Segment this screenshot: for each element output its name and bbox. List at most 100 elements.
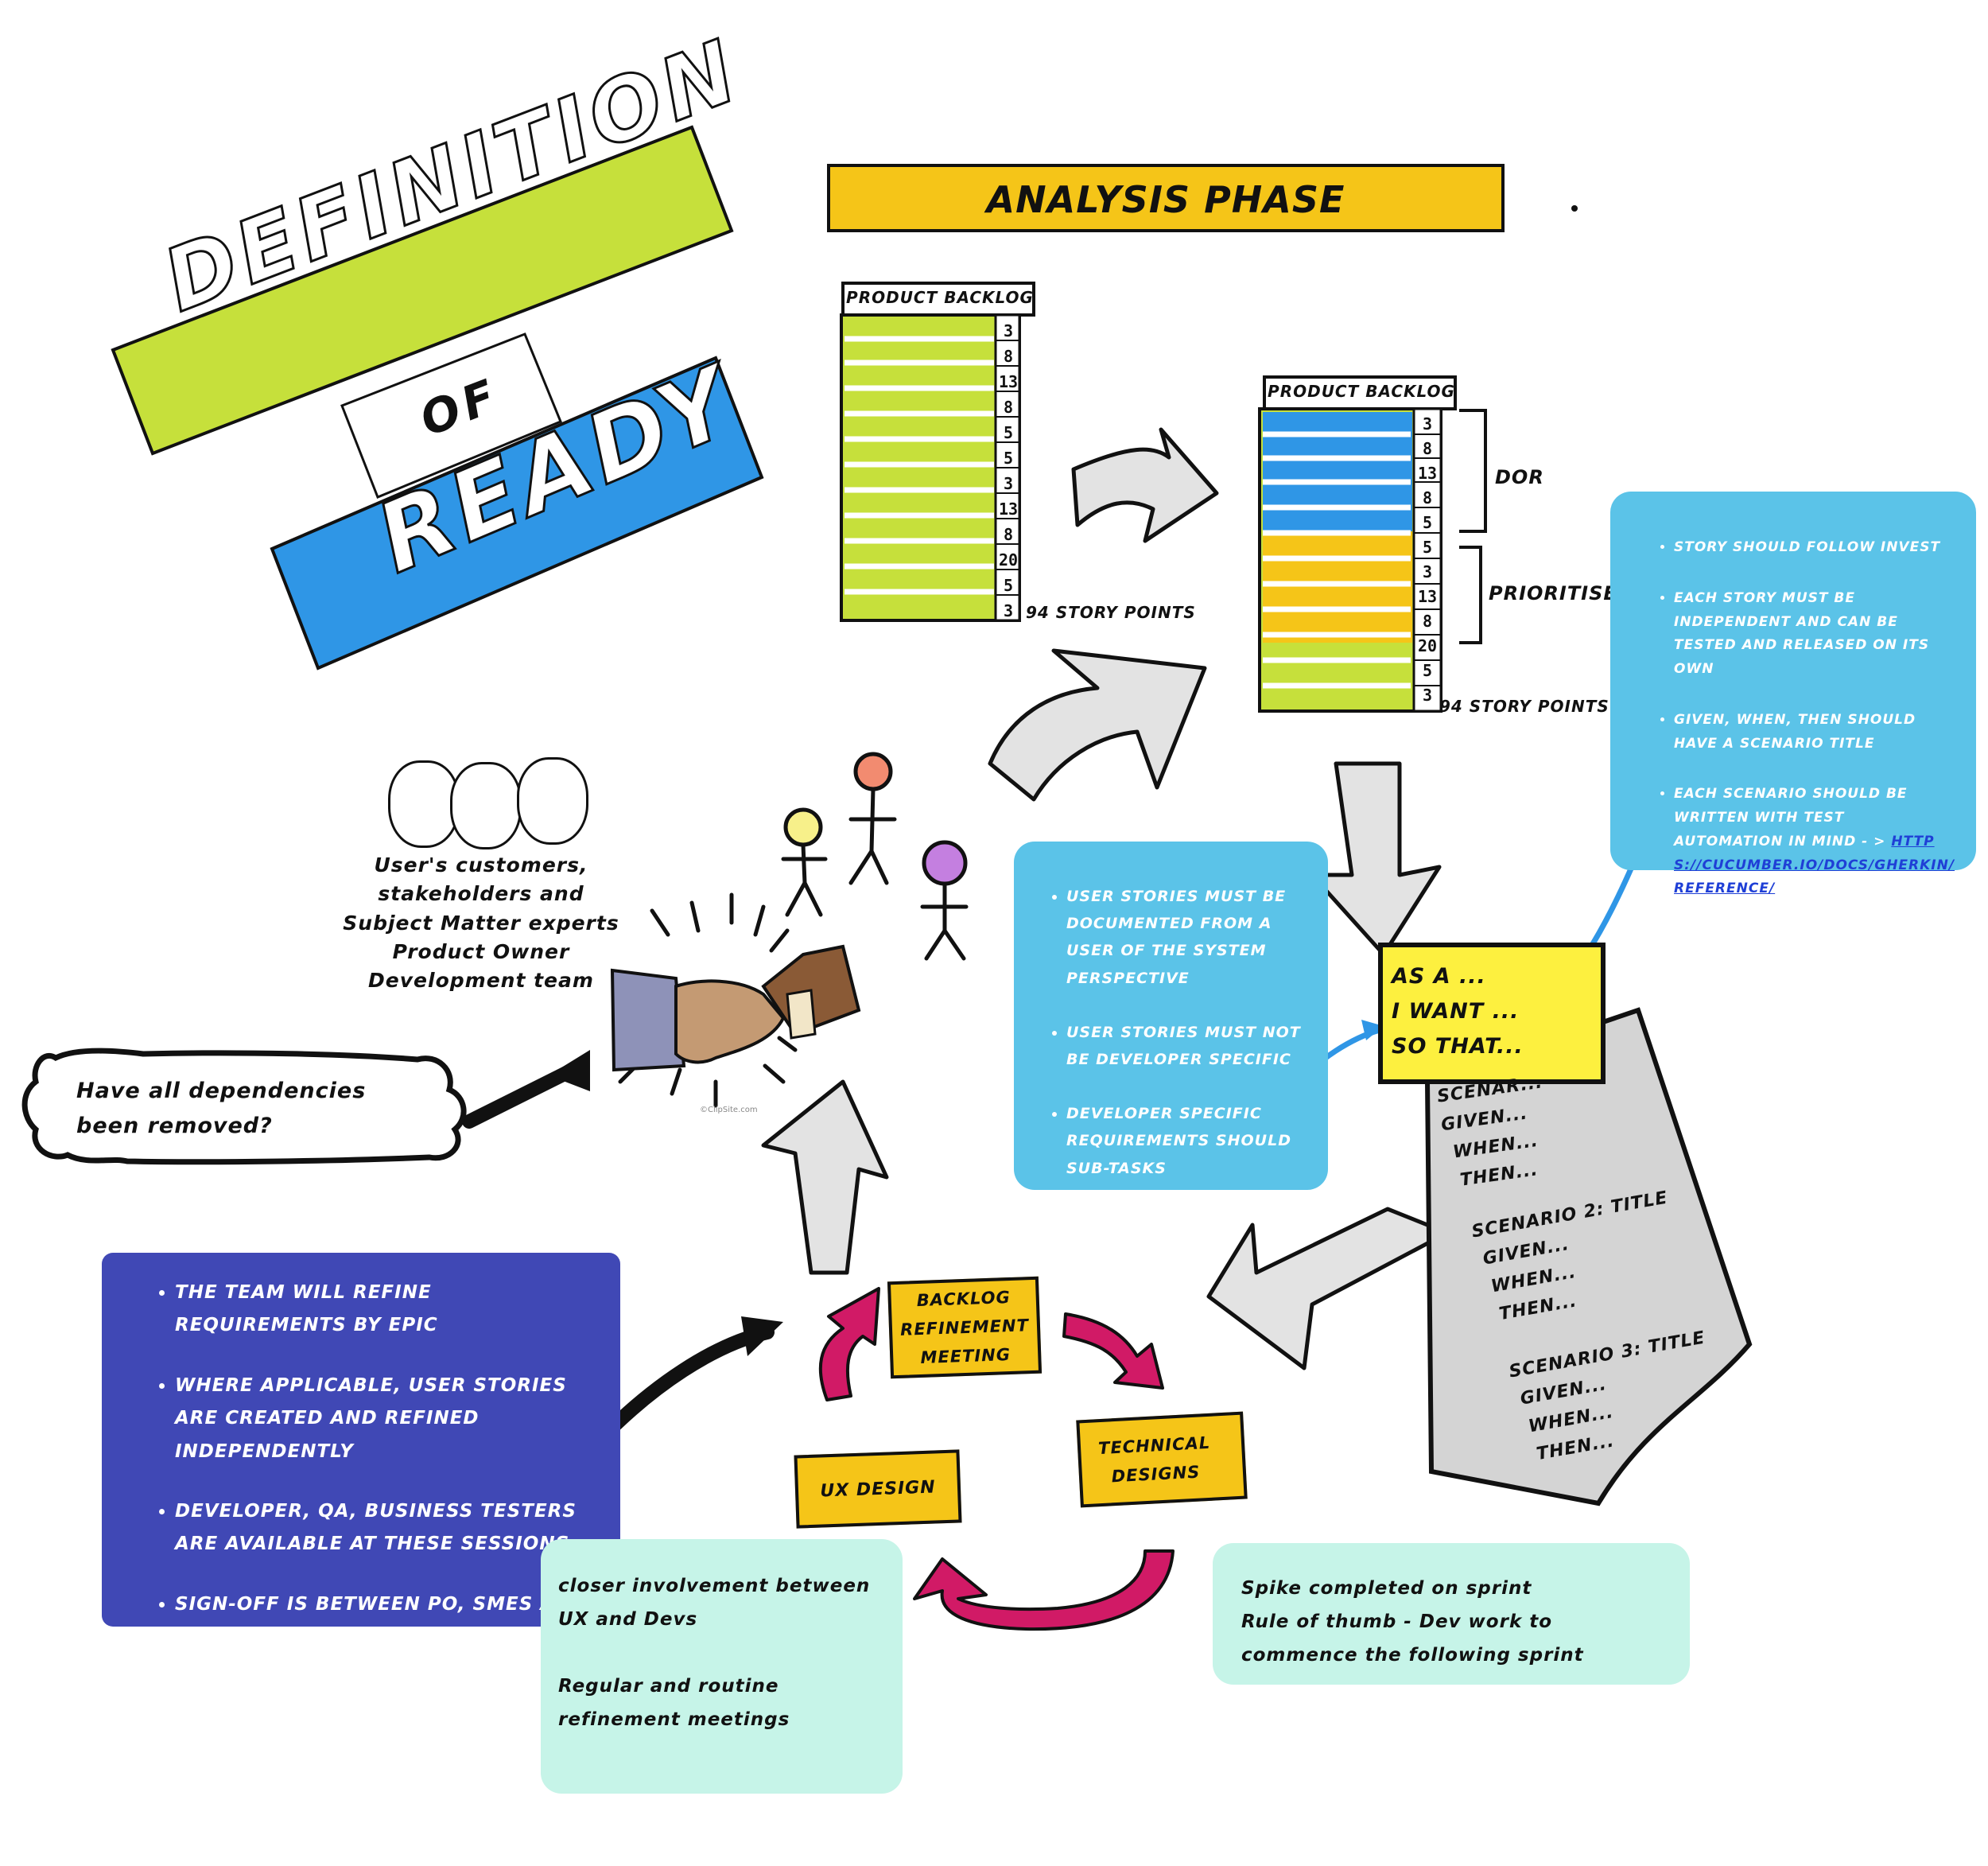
analysis-phase-label: ANALYSIS PHASE — [986, 178, 1345, 221]
people-text: User's customers, stakeholders and Subje… — [326, 851, 636, 995]
point: 8 — [1422, 439, 1433, 458]
point: 8 — [1003, 525, 1014, 544]
spike-line: commence the following sprint — [1241, 1645, 1584, 1666]
user-story-item: User stories MUST not be developer speci… — [1066, 1019, 1312, 1073]
backlog-refinement-box: BACKLOG REFINEMENT MEETING — [887, 1276, 1043, 1379]
backlog-left-graphic — [840, 282, 1035, 622]
magenta-arrow-right — [1062, 1312, 1164, 1390]
point: 3 — [1003, 601, 1014, 620]
backlog-left-total: 94 STORY POINTS — [1026, 603, 1196, 622]
involvement-note: closer involvement between UX and Devs R… — [541, 1539, 903, 1794]
gherkin-reference-link[interactable]: https://cucumber.io/docs/gherkin/referen… — [1674, 833, 1955, 897]
backlog-left-points: 3 8 13 8 5 5 3 13 8 20 5 3 — [997, 318, 1019, 624]
backlog-refinement-line: BACKLOG — [916, 1287, 1011, 1311]
people-line: Product Owner — [392, 939, 570, 963]
dot-mark — [1571, 205, 1578, 212]
point: 5 — [1422, 538, 1433, 557]
dependencies-text: Have all dependencies been removed? — [76, 1074, 366, 1144]
refinement-item: The team will refine requirements by epi… — [175, 1277, 604, 1343]
backlog-left-header: PRODUCT BACKLOG — [846, 288, 1034, 307]
point: 8 — [1422, 488, 1433, 507]
grey-arrow-left — [1206, 1207, 1450, 1370]
backlog-right-points: 3 8 13 8 5 5 3 13 8 20 5 3 — [1415, 412, 1439, 708]
point: 13 — [1417, 587, 1438, 606]
point: 8 — [1422, 612, 1433, 631]
invest-item: Given, when, then should have a scenario… — [1674, 709, 1955, 756]
stick-figures — [781, 752, 969, 961]
involvement-line: closer involvement between — [558, 1576, 871, 1596]
grey-arrow-top — [1071, 427, 1219, 543]
magenta-arrow-bottom — [913, 1549, 1175, 1631]
point: 20 — [998, 550, 1019, 570]
dependencies-bubble-shape — [21, 1048, 467, 1165]
grey-arrow-up-right — [988, 648, 1207, 802]
dor-label: DOR — [1495, 466, 1544, 488]
refinement-note: The team will refine requirements by epi… — [102, 1253, 620, 1627]
grey-arrow-down — [1310, 761, 1442, 957]
invest-item: Story should follow Invest — [1674, 536, 1955, 560]
title-of-box — [340, 332, 562, 499]
story-card-line: SO THAT... — [1392, 1034, 1524, 1059]
user-story-item: Developer specific requirements should s… — [1066, 1100, 1312, 1182]
dependencies-line: been removed? — [76, 1114, 273, 1138]
people-line: Development team — [368, 969, 594, 992]
backlog-right-total: 94 STORY POINTS — [1439, 697, 1609, 716]
invest-note: Story should follow Invest Each story mu… — [1610, 492, 1976, 896]
prioritised-brace — [1459, 546, 1482, 644]
point: 5 — [1003, 449, 1014, 468]
spike-line: Rule of thumb - Dev work to — [1241, 1611, 1553, 1632]
point: 8 — [1003, 398, 1014, 417]
person-portrait-3 — [517, 757, 588, 845]
refinement-item: Sign-off is between PO, SMEs and Develop… — [175, 1588, 604, 1627]
invest-item: Each story must be independent and can b… — [1674, 587, 1955, 682]
clipsite-watermark: ©ClipSite.com — [700, 1106, 758, 1114]
point: 13 — [998, 500, 1019, 519]
point: 8 — [1003, 347, 1014, 366]
scenario-1: SCENAR... GIVEN... WHEN... THEN... — [1435, 1068, 1557, 1196]
ux-design-box: UX DESIGN — [794, 1449, 962, 1529]
user-story-note: User Stories must be documented from a u… — [1014, 842, 1328, 1190]
involvement-line: UX and Devs — [558, 1609, 698, 1630]
story-card-line: AS A ... — [1392, 964, 1486, 989]
scenario-sheet-shape — [1424, 1007, 1753, 1506]
point: 3 — [1422, 562, 1433, 581]
dependencies-line: Have all dependencies — [76, 1079, 367, 1103]
point: 3 — [1003, 321, 1014, 340]
point: 3 — [1422, 686, 1433, 705]
ux-design-label: UX DESIGN — [819, 1476, 937, 1502]
backlog-right-graphic — [1258, 375, 1487, 713]
backlog-refinement-line: REFINEMENT — [899, 1316, 1030, 1339]
point: 5 — [1003, 423, 1014, 442]
point: 13 — [1417, 464, 1438, 483]
title-ready-box — [270, 356, 764, 671]
involvement-line: Regular and routine — [558, 1676, 779, 1697]
person-portrait-1 — [388, 760, 460, 848]
prioritised-label: PRIORITISED — [1489, 582, 1634, 605]
people-line: stakeholders and — [378, 882, 584, 906]
backlog-right-header: PRODUCT BACKLOG — [1268, 382, 1455, 401]
dor-brace — [1459, 409, 1487, 533]
person-portrait-2 — [450, 762, 522, 849]
involvement-line: refinement meetings — [558, 1709, 790, 1730]
black-arrow-dependencies — [462, 1063, 580, 1129]
point: 5 — [1422, 661, 1433, 680]
magenta-arrow-up — [818, 1287, 880, 1401]
story-card-shape — [1378, 943, 1606, 1084]
grey-arrow-up — [761, 1079, 889, 1275]
point: 13 — [998, 372, 1019, 391]
point: 20 — [1417, 636, 1438, 655]
spike-line: Spike completed on sprint — [1241, 1578, 1532, 1599]
title-definition-box — [111, 125, 734, 456]
analysis-phase-banner — [827, 164, 1505, 232]
story-card-line: I WANT ... — [1392, 999, 1520, 1024]
point: 3 — [1003, 474, 1014, 493]
handshake-illustration — [610, 892, 861, 1108]
people-line: Subject Matter experts — [343, 911, 619, 935]
user-story-item: User Stories must be documented from a u… — [1066, 883, 1312, 992]
spike-note: Spike completed on sprint Rule of thumb … — [1213, 1543, 1690, 1685]
point: 5 — [1003, 576, 1014, 595]
refinement-item: Where applicable, User Stories are creat… — [175, 1370, 604, 1468]
refinement-item: Developer, QA, business testers are avai… — [175, 1495, 604, 1561]
backlog-refinement-line: MEETING — [920, 1345, 1011, 1367]
